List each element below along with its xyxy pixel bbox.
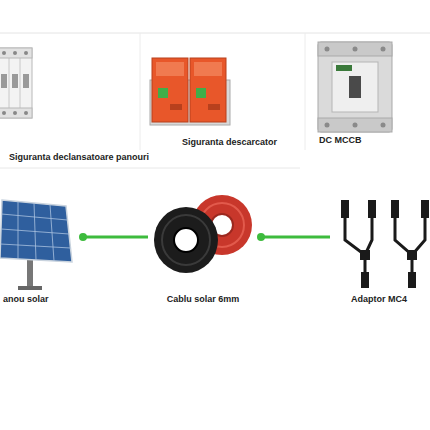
component-box: Cablu solar 6mm (148, 190, 258, 307)
frame-line (0, 168, 300, 169)
frame-line (140, 33, 141, 150)
component-box: Adaptor MC4 (330, 195, 428, 307)
surge-label: Siguranta descarcator (182, 137, 277, 148)
mc4-adaptor-symbol (341, 200, 429, 288)
breaker-label: Siguranta declansatoare panouri (9, 152, 149, 163)
green-connector (79, 233, 148, 241)
component-box: DC MCCB (316, 38, 396, 148)
green-connector (257, 233, 330, 241)
component-box: Siguranta declansatoare panouri (6, 40, 181, 165)
panel-label: anou solar (3, 294, 49, 305)
frame-line (305, 33, 306, 150)
component-box: anou solar (0, 195, 80, 307)
solar-panel-symbol (0, 200, 72, 290)
mccb-symbol (318, 42, 392, 132)
cable-label: Cablu solar 6mm (167, 294, 240, 305)
cable-symbol (154, 195, 252, 273)
breaker-symbol (0, 48, 32, 118)
component-box: Siguranta descarcator (145, 50, 280, 150)
adaptor-label: Adaptor MC4 (351, 294, 407, 305)
surge-protector-symbol (150, 58, 230, 125)
frame-line (0, 33, 430, 34)
mccb-label: DC MCCB (319, 135, 362, 146)
